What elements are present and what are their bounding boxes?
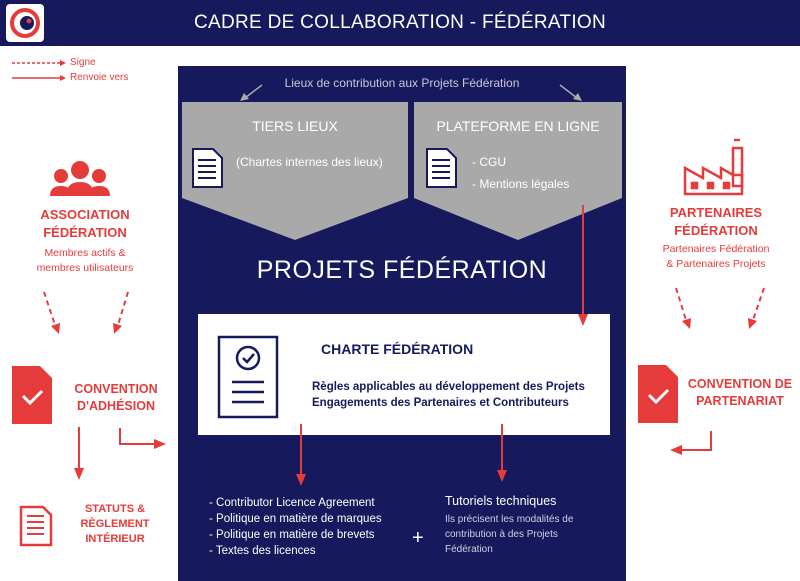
header-bar xyxy=(0,0,800,46)
tutorials-line: Fédération xyxy=(445,544,493,555)
factory-icon xyxy=(683,138,744,196)
partners-subtitle: Partenaires Fédération xyxy=(662,243,770,255)
legend-refers-label: Renvoie vers xyxy=(70,72,129,83)
projects-title: PROJETS FÉDÉRATION xyxy=(256,256,548,284)
charter-document-icon xyxy=(217,335,279,419)
statuts-label: STATUTS & xyxy=(84,503,146,515)
convention-adhesion-label: D'ADHÉSION xyxy=(77,399,155,413)
charter-line: Engagements des Partenaires et Contribut… xyxy=(312,397,569,409)
convention-adhesion-label: CONVENTION xyxy=(74,382,158,396)
statuts-label: INTÉRIEUR xyxy=(85,533,145,545)
plateforme-title: PLATEFORME EN LIGNE xyxy=(436,118,600,134)
convention-partenariat-label: CONVENTION DE xyxy=(687,377,793,391)
partners-title: PARTENAIRES xyxy=(669,205,763,220)
contribution-title: Lieux de contribution aux Projets Fédéra… xyxy=(284,76,520,90)
document-item: - Contributor Licence Agreement xyxy=(209,497,375,509)
partners-subtitle: & Partenaires Projets xyxy=(666,258,766,270)
statuts-document-icon xyxy=(19,505,53,547)
statuts-label: RÈGLEMENT xyxy=(80,518,150,530)
tiers-lieux-shape xyxy=(182,102,408,240)
charter-title: CHARTE FÉDÉRATION xyxy=(321,341,474,357)
document-item: - Textes des licences xyxy=(209,545,316,557)
tutorials-title: Tutoriels techniques xyxy=(445,494,557,508)
plateforme-line: - Mentions légales xyxy=(472,177,570,191)
convention-partenariat-label: PARTENARIAT xyxy=(696,394,784,408)
document-item: - Politique en matière de brevets xyxy=(209,529,375,541)
association-subtitle: membres utilisateurs xyxy=(36,262,134,274)
logo-icon xyxy=(10,8,40,38)
association-title: ASSOCIATION xyxy=(40,207,130,222)
page-title: CADRE DE COLLABORATION - FÉDÉRATION xyxy=(193,12,606,33)
tutorials-line: contribution à des Projets xyxy=(445,529,558,540)
plateforme-line: - CGU xyxy=(472,155,506,169)
convention-adhesion-icon xyxy=(12,366,52,424)
convention-partenariat-icon xyxy=(638,365,678,423)
association-title: FÉDÉRATION xyxy=(43,225,127,240)
people-icon xyxy=(50,161,110,196)
tiers-lieux-body: (Chartes internes des lieux) xyxy=(236,155,383,169)
charter-line: Règles applicables au développement des … xyxy=(312,381,585,393)
legend-signs-label: Signe xyxy=(70,57,96,68)
document-icon xyxy=(192,148,223,188)
tiers-lieux-title: TIERS LIEUX xyxy=(252,118,338,134)
plateforme-shape xyxy=(414,102,622,240)
document-item: - Politique en matière de marques xyxy=(209,513,382,525)
partners-title: FÉDÉRATION xyxy=(674,223,758,238)
logo xyxy=(6,4,44,42)
charter-box xyxy=(198,314,610,435)
tutorials-line: Ils précisent les modalités de xyxy=(445,514,574,525)
document-icon xyxy=(426,148,457,188)
plus-sign: + xyxy=(412,527,424,549)
association-subtitle: Membres actifs & xyxy=(44,247,126,259)
